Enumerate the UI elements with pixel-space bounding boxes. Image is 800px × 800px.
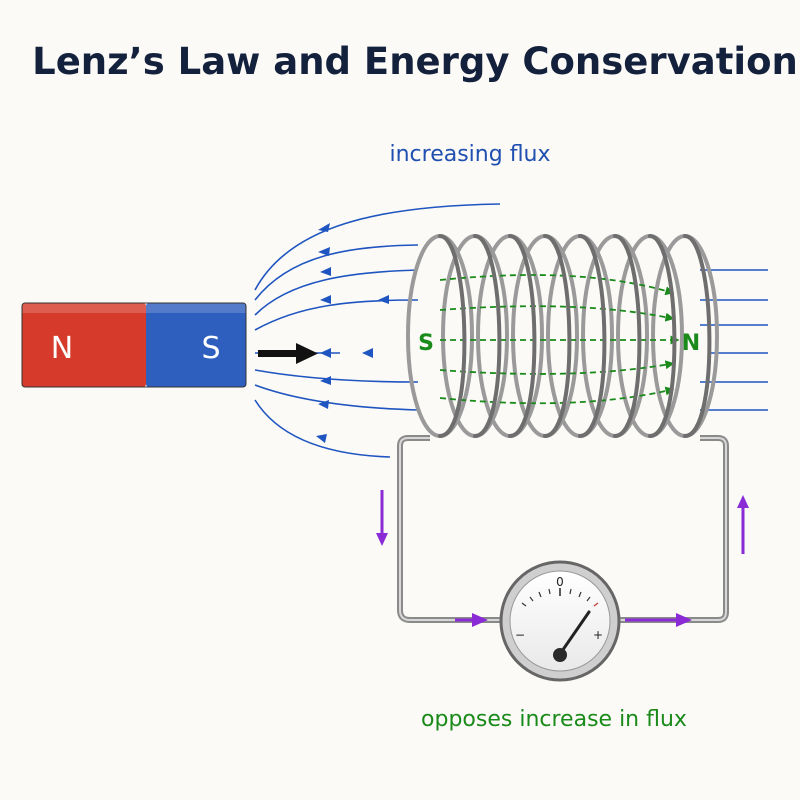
field-arrowheads xyxy=(316,223,389,443)
field-line xyxy=(254,384,419,411)
motion-arrow-shaft xyxy=(258,350,300,357)
bar-magnet: N S xyxy=(21,302,247,388)
coil-turn-front xyxy=(683,234,712,438)
current-arrow-icon xyxy=(376,490,388,546)
field-arrowhead xyxy=(320,348,331,358)
galvanometer: 0 − + xyxy=(499,560,621,682)
meter-face xyxy=(509,570,611,672)
field-arrowhead xyxy=(320,267,331,276)
coil-front xyxy=(438,234,712,438)
current-arrow-icon xyxy=(737,495,749,554)
coil-turn-front xyxy=(543,234,572,438)
field-arrowhead xyxy=(318,400,329,409)
wire-left-core xyxy=(399,437,500,621)
field-arrowhead xyxy=(378,295,389,304)
field-line xyxy=(254,269,419,316)
wire-right-core xyxy=(620,437,727,621)
meter-scale xyxy=(521,588,599,607)
field-arrowhead xyxy=(320,295,331,304)
induced-field-line xyxy=(439,386,675,405)
field-arrowhead xyxy=(316,434,327,443)
arrow-right-icon xyxy=(258,343,318,364)
coil-turn-front xyxy=(438,234,467,438)
induced-field-line xyxy=(439,360,675,375)
coil-turn-front xyxy=(578,234,607,438)
magnet-top-highlight xyxy=(22,303,246,313)
coil-turn-front xyxy=(508,234,537,438)
induced-field-line xyxy=(439,274,675,296)
magnet-outline xyxy=(21,302,247,388)
meter-zero-label: 0 xyxy=(556,575,564,589)
field-line xyxy=(254,369,419,383)
field-line xyxy=(254,203,501,291)
current-arrow-icon xyxy=(455,613,488,627)
coil-right-pole-label: N xyxy=(682,331,700,356)
magnet-north-half xyxy=(22,303,146,387)
circuit-wire-core xyxy=(399,437,727,621)
magnet-south-label: S xyxy=(201,331,220,366)
field-arrowhead xyxy=(318,223,330,232)
current-arrow-icon xyxy=(625,613,692,627)
meter-plus-label: + xyxy=(593,628,603,642)
magnet-south-half xyxy=(146,303,246,387)
induced-field-line xyxy=(439,305,675,322)
magnet-north-label: N xyxy=(51,331,73,366)
field-arrowhead xyxy=(318,247,330,256)
coil-turn-front xyxy=(613,234,642,438)
field-line xyxy=(254,244,419,301)
oppose-label: opposes increase in flux xyxy=(421,707,687,732)
wire-left xyxy=(397,435,500,623)
field-line xyxy=(254,399,391,458)
coil-left-pole-label: S xyxy=(418,331,434,356)
field-line xyxy=(254,299,419,331)
field-arrowhead xyxy=(320,376,331,385)
meter-minus-label: − xyxy=(515,628,525,642)
induced-field-lines xyxy=(439,274,680,405)
motion-arrow-head xyxy=(296,343,318,364)
coil-turn-front xyxy=(473,234,502,438)
meter-pivot xyxy=(553,648,567,662)
coil-turn-front xyxy=(648,234,677,438)
wire-right xyxy=(620,435,729,623)
meter-needle xyxy=(558,610,591,656)
current-arrows xyxy=(376,490,749,627)
field-arrowhead xyxy=(362,348,373,358)
page-title: Lenz’s Law and Energy Conservation xyxy=(32,40,798,83)
flux-label: increasing flux xyxy=(389,142,550,167)
